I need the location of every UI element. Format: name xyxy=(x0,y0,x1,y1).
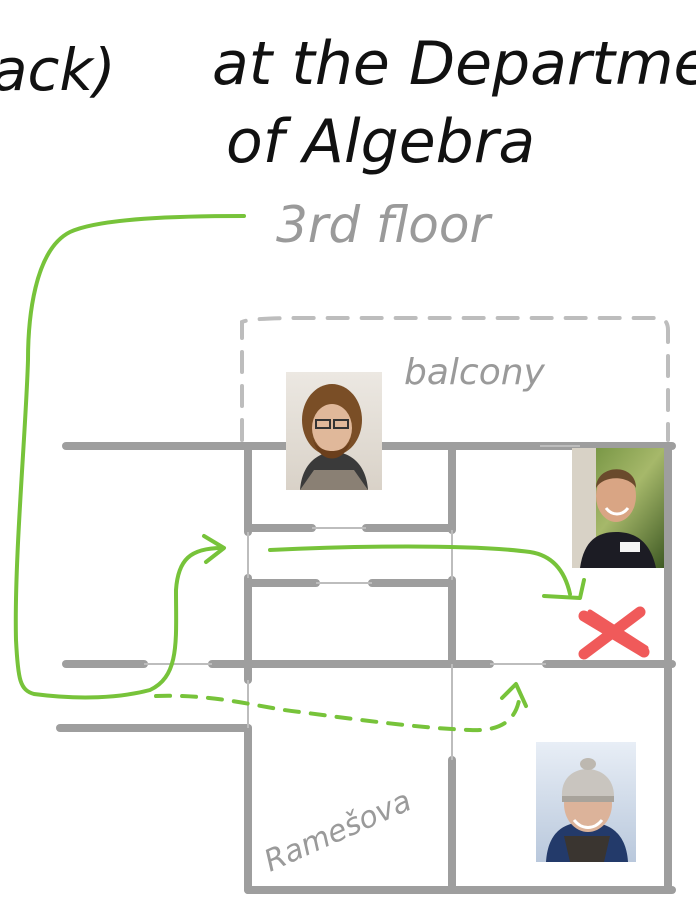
smiling-man-photo xyxy=(572,448,664,568)
winter-hat-man-photo xyxy=(536,742,636,862)
header-title-line2: of Algebra xyxy=(226,107,535,177)
balcony-outline xyxy=(240,316,670,442)
route-dashed-arrowhead xyxy=(500,682,528,708)
header-title-line1: at the Department xyxy=(212,29,696,99)
street-label: Ramešova xyxy=(259,783,417,879)
route-arrows xyxy=(13,214,586,733)
balcony-label: balcony xyxy=(404,352,546,393)
door-lines xyxy=(144,445,580,760)
floor-label: 3rd floor xyxy=(276,196,493,254)
bearded-man-photo xyxy=(286,372,382,490)
route-corridor xyxy=(268,544,572,596)
route-main-arrowhead xyxy=(202,534,226,564)
route-main xyxy=(13,214,246,700)
header-fragment: ack) xyxy=(0,36,116,104)
route-corridor-arrowhead xyxy=(542,578,586,600)
route-dashed xyxy=(154,692,522,733)
cross-icon xyxy=(578,606,650,660)
